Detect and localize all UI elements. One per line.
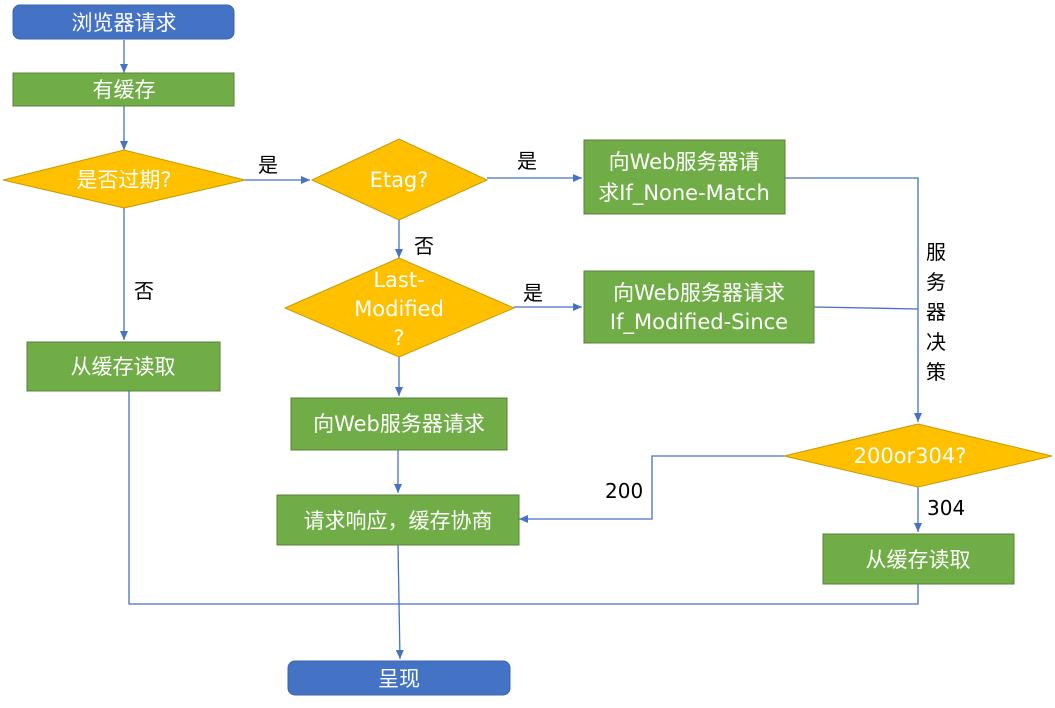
if-none-match-node xyxy=(583,139,786,215)
etag-no-label: 否 xyxy=(414,234,434,258)
read-cache-left-node xyxy=(26,341,221,392)
browser-request-node xyxy=(12,4,235,40)
edge-ifnonematch-to-status xyxy=(785,177,922,422)
read-cache-right-label: 从缓存读取 xyxy=(866,548,971,572)
server-decision-char-2: 务 xyxy=(926,270,946,294)
has-cache-label: 有缓存 xyxy=(93,78,156,102)
if-modified-since-label-1: 向Web服务器请求 xyxy=(613,281,785,305)
last-modified-label-3: ? xyxy=(393,326,404,350)
has-cache-node xyxy=(12,72,235,107)
last-modified-label-2: Modified xyxy=(354,297,444,321)
etag-yes-label: 是 xyxy=(517,149,537,173)
nodes: 浏览器请求 有缓存 是否过期? 从缓存读取 Etag? Last- Modifi… xyxy=(2,4,1053,696)
response-negotiate-label: 请求响应，缓存协商 xyxy=(304,509,493,533)
expired-decision xyxy=(2,149,246,209)
edge-response-to-render xyxy=(395,544,404,660)
if-none-match-label-2: 求If_None-Match xyxy=(598,181,770,206)
web-request-node xyxy=(290,397,508,451)
etag-label: Etag? xyxy=(370,168,429,192)
edge-ifmodsince-to-status xyxy=(813,306,919,310)
edges xyxy=(120,40,922,660)
last-modified-decision xyxy=(283,257,516,358)
read-cache-left-label: 从缓存读取 xyxy=(71,355,176,379)
expired-label: 是否过期? xyxy=(76,168,171,192)
web-request-label: 向Web服务器请求 xyxy=(313,412,485,436)
status-decision xyxy=(783,423,1053,488)
render-node xyxy=(287,660,511,696)
server-decision-char-1: 服 xyxy=(926,240,946,264)
last-modified-label-1: Last- xyxy=(373,268,424,292)
if-modified-since-label-2: If_Modified-Since xyxy=(610,310,788,335)
response-negotiate-node xyxy=(276,494,520,546)
read-cache-right-node xyxy=(822,533,1015,585)
expired-yes-label: 是 xyxy=(258,153,278,177)
expired-no-label: 否 xyxy=(134,279,154,303)
etag-decision xyxy=(310,138,489,221)
edge-readcache-left-to-render xyxy=(128,391,400,605)
if-modified-since-node xyxy=(583,270,815,344)
status-304-label: 304 xyxy=(927,496,965,520)
status-200-label: 200 xyxy=(605,479,643,503)
browser-request-label: 浏览器请求 xyxy=(72,11,177,35)
status-decision-label: 200or304? xyxy=(854,444,967,468)
server-decision-char-4: 决 xyxy=(926,330,946,354)
if-none-match-label-1: 向Web服务器请 xyxy=(609,150,760,174)
edge-readcache-right-to-render xyxy=(400,584,919,605)
edge-labels: 是 否 是 否 是 服 务 器 决 策 200 304 xyxy=(134,149,965,520)
server-decision-char-3: 器 xyxy=(926,300,946,324)
render-label: 呈现 xyxy=(378,667,420,691)
server-decision-char-5: 策 xyxy=(926,360,946,384)
lastmod-yes-label: 是 xyxy=(523,281,543,305)
edge-status-200 xyxy=(519,455,784,523)
